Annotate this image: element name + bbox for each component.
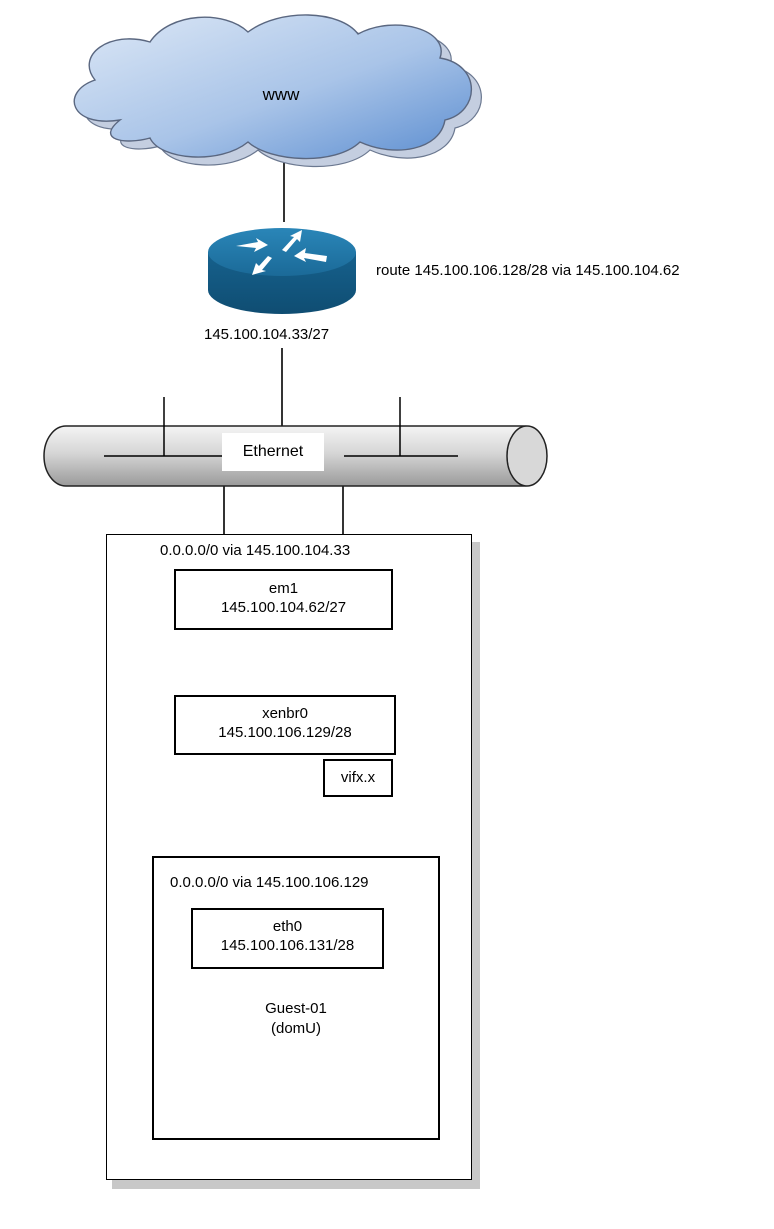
guest-box [152, 856, 440, 1140]
guest-type: (domU) [270, 1020, 321, 1037]
eth0-interface-box: eth0 145.100.106.131/28 [191, 908, 384, 969]
xenbr0-name: xenbr0 [262, 705, 308, 722]
xenbr0-bridge-box: xenbr0 145.100.106.129/28 [174, 695, 396, 755]
router-icon [208, 228, 356, 314]
eth0-name: eth0 [272, 918, 303, 935]
em1-name: em1 [268, 580, 299, 597]
internet-label: www [262, 85, 300, 104]
router-ip-label: 145.100.104.33/27 [204, 326, 330, 344]
vif-name: vifx.x [340, 769, 376, 786]
host-default-route: 0.0.0.0/0 via 145.100.104.33 [160, 542, 351, 559]
guest-default-route: 0.0.0.0/0 via 145.100.106.129 [170, 874, 369, 891]
xenbr0-ip: 145.100.106.129/28 [218, 724, 352, 741]
guest-name: Guest-01 [265, 1000, 327, 1017]
ethernet-label: Ethernet [222, 433, 324, 471]
cloud-shape [73, 14, 482, 168]
router-route-label: route 145.100.106.128/28 via 145.100.104… [376, 262, 680, 279]
eth0-ip: 145.100.106.131/28 [220, 937, 355, 954]
vif-interface-box: vifx.x [323, 759, 393, 797]
em1-ip: 145.100.104.62/27 [220, 599, 347, 616]
em1-interface-box: em1 145.100.104.62/27 [174, 569, 393, 630]
